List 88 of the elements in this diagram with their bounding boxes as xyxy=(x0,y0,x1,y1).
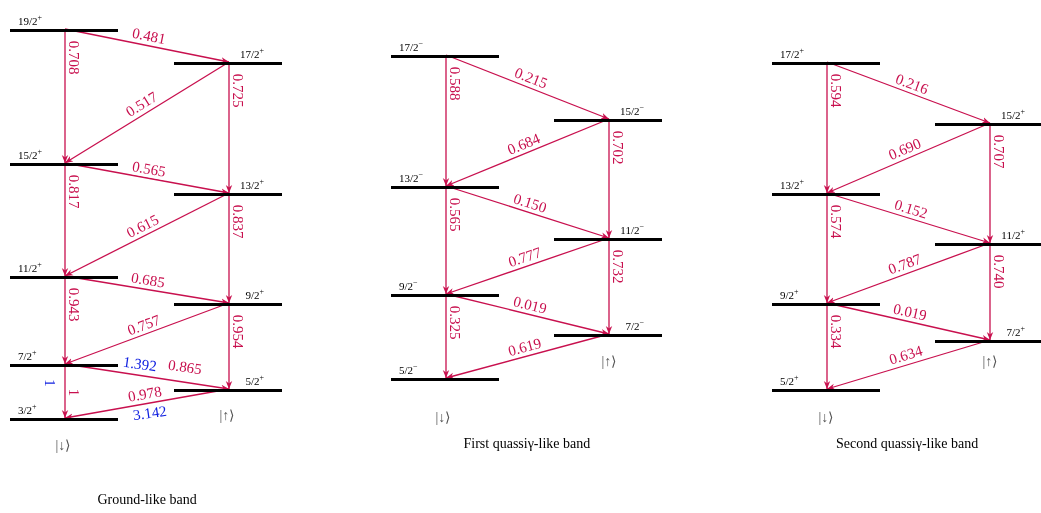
energy-level xyxy=(772,376,880,392)
edge-label: 0.565 xyxy=(447,196,463,232)
energy-level xyxy=(935,230,1041,246)
state-label: |↑⟩ xyxy=(219,408,235,424)
spin-label: 19/2$^{+}$ xyxy=(18,12,43,27)
spin-label: 15/2$^{+}$ xyxy=(1000,106,1025,121)
spin-label: 17/2$^{+}$ xyxy=(780,45,805,60)
energy-level xyxy=(391,281,499,297)
spin-label: 17/2$^{−}$ xyxy=(399,38,424,53)
transition-arrow xyxy=(826,61,991,124)
edge-label: 0.594 xyxy=(828,72,844,108)
transition-arrow xyxy=(64,28,230,64)
edge-label: 0.684 xyxy=(504,130,544,158)
energy-level xyxy=(391,365,499,381)
edge-label: 0.725 xyxy=(230,72,246,108)
edge-label: 0.685 xyxy=(129,270,168,291)
spin-label: 5/2$^{−}$ xyxy=(399,361,418,376)
energy-level xyxy=(10,351,118,367)
spin-label: 9/2$^{+}$ xyxy=(780,286,799,301)
edge-label: 0.565 xyxy=(129,158,168,180)
energy-level xyxy=(935,327,1041,343)
energy-level xyxy=(174,290,282,306)
spin-label: 5/2$^{+}$ xyxy=(245,372,264,387)
spin-label: 13/2$^{+}$ xyxy=(780,176,805,191)
edge-label: 1 xyxy=(66,387,82,397)
state-label: |↓⟩ xyxy=(435,410,451,426)
state-label: |↓⟩ xyxy=(55,438,71,454)
spin-label: 7/2$^{+}$ xyxy=(18,347,37,362)
energy-level xyxy=(554,106,662,122)
energy-level xyxy=(10,405,118,421)
energy-level xyxy=(554,321,662,337)
spin-label: 7/2$^{−}$ xyxy=(625,317,644,332)
edge-label: 0.777 xyxy=(505,244,544,271)
energy-level xyxy=(174,180,282,196)
spin-label: 11/2$^{+}$ xyxy=(1001,226,1025,241)
transition-arrow xyxy=(826,302,991,342)
energy-level xyxy=(174,49,282,65)
transition-arrow xyxy=(445,118,610,187)
transition-arrow xyxy=(445,54,610,120)
edge-label: 0.740 xyxy=(991,253,1007,289)
edge-label: 0.619 xyxy=(505,335,545,360)
spin-label: 9/2$^{−}$ xyxy=(399,277,418,292)
state-label: |↓⟩ xyxy=(818,410,834,426)
edge-label: 0.837 xyxy=(230,203,246,239)
edge-label: 0.943 xyxy=(66,286,82,322)
edge-label: 0.707 xyxy=(991,133,1007,169)
band-caption: Ground-like band xyxy=(97,492,197,508)
spin-label: 7/2$^{+}$ xyxy=(1006,323,1025,338)
energy-level xyxy=(772,49,880,65)
edge-label: 0.325 xyxy=(447,304,463,340)
state-label: |↑⟩ xyxy=(982,354,998,370)
edge-label: 0.702 xyxy=(610,129,626,165)
spin-label: 15/2$^{−}$ xyxy=(619,102,644,117)
edge-label: 0.334 xyxy=(828,313,844,349)
spin-label: 11/2$^{−}$ xyxy=(620,221,644,236)
energy-level xyxy=(10,150,118,166)
band-caption: First quassiγ-like band xyxy=(463,436,591,452)
spin-label: 11/2$^{+}$ xyxy=(18,259,42,274)
spin-label: 5/2$^{+}$ xyxy=(780,372,799,387)
value-label: 1 xyxy=(41,379,58,387)
transition-arrow xyxy=(64,275,230,305)
energy-level xyxy=(554,225,662,241)
transition-arrow xyxy=(445,293,610,336)
spin-label: 15/2$^{+}$ xyxy=(18,146,43,161)
energy-level xyxy=(10,16,118,32)
edge-label: 0.574 xyxy=(828,203,844,239)
edge-label: 0.588 xyxy=(447,65,463,101)
edge-label: 0.954 xyxy=(230,313,246,349)
energy-level xyxy=(391,173,499,189)
spin-label: 13/2$^{+}$ xyxy=(239,176,264,191)
energy-level xyxy=(391,42,499,58)
spin-label: 9/2$^{+}$ xyxy=(245,286,264,301)
transition-arrow xyxy=(64,162,230,195)
band-caption: Second quassiγ-like band xyxy=(836,436,979,452)
edge-label: 0.732 xyxy=(610,248,626,284)
energy-level xyxy=(935,110,1041,126)
energy-level xyxy=(10,263,118,279)
energy-level xyxy=(772,290,880,306)
edge-label: 0.817 xyxy=(66,173,82,209)
value-label: 1.392 xyxy=(122,353,158,375)
transition-arrow xyxy=(64,363,230,391)
energy-level xyxy=(772,180,880,196)
spin-label: 13/2$^{−}$ xyxy=(399,169,424,184)
transition-arrow xyxy=(826,122,991,194)
spin-label: 3/2$^{+}$ xyxy=(18,401,37,416)
edge-label: 0.708 xyxy=(66,39,82,75)
spin-label: 17/2$^{+}$ xyxy=(239,45,264,60)
state-label: |↑⟩ xyxy=(601,354,617,370)
